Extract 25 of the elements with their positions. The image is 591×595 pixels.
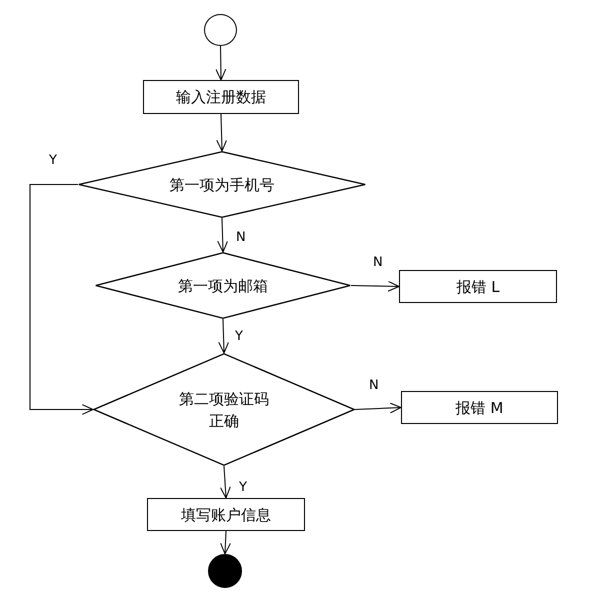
node-label: 填写账户信息 <box>181 504 271 526</box>
process-box <box>143 80 299 114</box>
node-label: 第一项为邮箱 <box>178 276 268 296</box>
process-box <box>147 498 305 531</box>
process-box <box>401 391 558 424</box>
arrow <box>216 114 228 152</box>
arrow <box>220 530 231 554</box>
node-label: 第一项为手机号 <box>170 174 274 196</box>
end-circle <box>208 554 242 588</box>
decision-diamond <box>78 151 366 218</box>
arrow <box>215 46 226 80</box>
process-box <box>399 270 557 303</box>
node-label: 报错 M <box>456 398 504 418</box>
node-label: 报错 L <box>456 276 500 298</box>
node-label: 输入注册数据 <box>176 87 266 108</box>
arrow <box>30 184 94 415</box>
start-circle <box>204 14 237 46</box>
arrow <box>220 466 231 498</box>
decision-diamond <box>93 353 355 466</box>
node-label: 第二项验证码正确 <box>178 388 270 432</box>
arrow <box>218 318 230 354</box>
arrow <box>350 280 400 292</box>
decision-diamond <box>95 252 351 319</box>
arrow <box>217 218 228 252</box>
arrow <box>354 402 402 414</box>
